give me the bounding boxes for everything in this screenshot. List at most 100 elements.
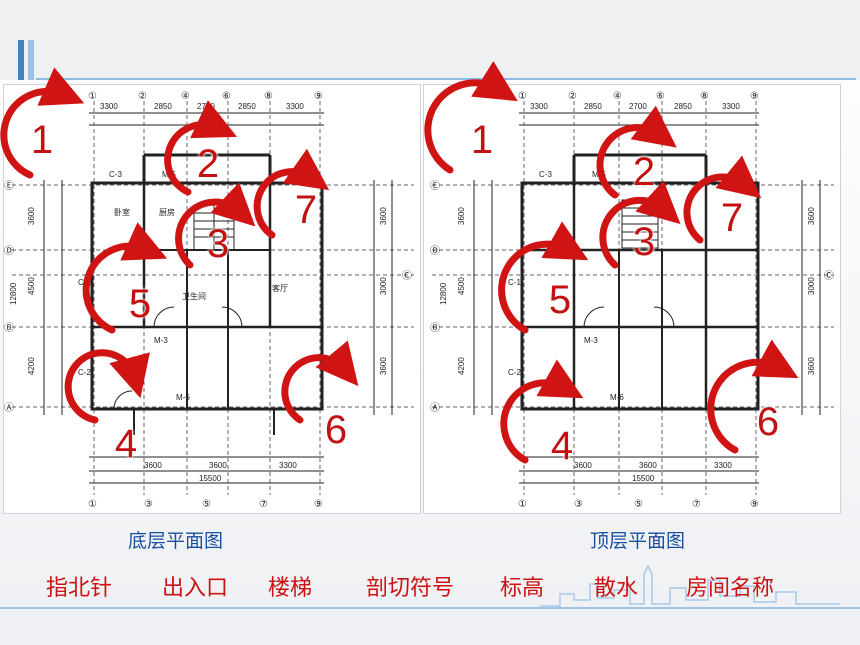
dim-left-2: 4500	[27, 277, 36, 295]
dim-bottom-1: 3600	[144, 461, 162, 470]
marker-3-top: 3	[608, 206, 680, 278]
dim-bottom-2: 3600	[209, 461, 227, 470]
axis-top: ⑥	[656, 91, 665, 102]
axis-row: Ⓓ	[430, 245, 440, 257]
dim-left-2: 4500	[457, 277, 466, 295]
marker-label: 6	[324, 408, 348, 452]
marker-7-top: 7	[696, 182, 768, 254]
marker-7-ground: 7	[270, 174, 342, 246]
marker-4-ground: 4	[90, 408, 162, 480]
marker-label: 2	[196, 142, 220, 186]
dim-top-4: 2850	[674, 102, 692, 111]
axis-top: ⑧	[700, 91, 709, 102]
marker-5-ground: 5	[104, 268, 176, 340]
marker-label: 7	[720, 196, 744, 240]
marker-label: 4	[550, 424, 574, 468]
room-label: C-1	[508, 278, 521, 287]
skyline-decoration	[540, 564, 840, 607]
dim-right-1: 3600	[379, 207, 388, 225]
axis-top: ⑨	[314, 91, 323, 102]
dim-top-3: 2700	[197, 102, 215, 111]
marker-1-top: 1	[446, 104, 518, 176]
marker-2-top: 2	[608, 136, 680, 208]
axis-bottom: ⑤	[634, 499, 643, 510]
footer-divider	[0, 607, 860, 609]
marker-4-top: 4	[526, 410, 598, 482]
dim-total: 15500	[632, 474, 655, 483]
axis-bottom: ⑦	[259, 499, 268, 510]
dim-left-total: 12800	[439, 282, 448, 305]
room-label: 客厅	[272, 283, 288, 293]
axis-row: Ⓒ	[402, 270, 412, 282]
dim-left-3: 4200	[27, 357, 36, 375]
dim-left-3: 4200	[457, 357, 466, 375]
header-divider	[36, 78, 856, 80]
plan-drawing-ground: 3300 2850 2700 2850 3300 3600 3600 3300 …	[4, 91, 414, 510]
axis-row: Ⓑ	[430, 322, 440, 334]
axis-row: Ⓔ	[430, 180, 440, 192]
marker-label: 1	[470, 118, 494, 162]
axis-top: ⑨	[750, 91, 759, 102]
room-label: 卫生间	[182, 291, 206, 301]
axis-top: ④	[181, 91, 190, 102]
axis-top: ②	[568, 91, 577, 102]
axis-row: Ⓐ	[4, 402, 14, 414]
legend-north-arrow: 指北针	[46, 576, 113, 601]
dim-left-1: 3600	[457, 207, 466, 225]
header-bar	[0, 0, 860, 80]
legend-apron: 散水	[594, 576, 639, 601]
dim-right-1: 3600	[807, 207, 816, 225]
axis-row: Ⓐ	[430, 402, 440, 414]
dim-top-3: 2700	[629, 102, 647, 111]
marker-label: 2	[632, 150, 656, 194]
axis-bottom: ③	[144, 499, 153, 510]
marker-2-ground: 2	[172, 128, 244, 200]
dim-top-1: 3300	[530, 102, 548, 111]
legend-entrance: 出入口	[162, 576, 229, 601]
marker-6-top: 6	[732, 386, 804, 458]
dim-left-1: 3600	[27, 207, 36, 225]
dim-right-3: 3600	[379, 357, 388, 375]
axis-top: ④	[613, 91, 622, 102]
axis-top: ⑧	[264, 91, 273, 102]
room-label: M-3	[584, 336, 598, 345]
dim-bottom-1: 3600	[574, 461, 592, 470]
axis-row: Ⓒ	[824, 270, 834, 282]
dim-top-5: 3300	[286, 102, 304, 111]
dim-top-5: 3300	[722, 102, 740, 111]
axis-top: ①	[518, 91, 527, 102]
legend-elevation: 标高	[500, 576, 545, 601]
axis-top: ①	[88, 91, 97, 102]
dim-bottom-3: 3300	[714, 461, 732, 470]
caption-ground-floor: 底层平面图	[128, 530, 224, 552]
room-label: C-3	[539, 170, 552, 179]
marker-label: 6	[756, 400, 780, 444]
axis-top: ⑥	[222, 91, 231, 102]
dim-right-2: 3000	[807, 277, 816, 295]
axis-bottom: ⑤	[202, 499, 211, 510]
marker-label: 3	[206, 222, 230, 266]
dim-top-4: 2850	[238, 102, 256, 111]
marker-6-ground: 6	[300, 394, 372, 466]
marker-3-ground: 3	[182, 208, 254, 280]
dim-bottom-3: 3300	[279, 461, 297, 470]
dim-left-total: 12800	[9, 282, 18, 305]
marker-label: 1	[30, 118, 54, 162]
marker-5-top: 5	[524, 264, 596, 336]
axis-row: Ⓔ	[4, 180, 14, 192]
axis-top: ②	[138, 91, 147, 102]
legend-section-symbol: 剖切符号	[366, 576, 455, 601]
axis-row: Ⓑ	[4, 322, 14, 334]
dim-right-2: 3000	[379, 277, 388, 295]
axis-bottom: ①	[88, 499, 97, 510]
marker-label: 3	[632, 220, 656, 264]
marker-1-ground: 1	[6, 104, 78, 176]
marker-label: 5	[548, 278, 572, 322]
room-label: M-6	[610, 393, 624, 402]
accent-bar-light	[28, 40, 34, 80]
room-label: M-5	[592, 170, 606, 179]
marker-label: 5	[128, 282, 152, 326]
room-label: C-2	[508, 368, 521, 377]
accent-bar-dark	[18, 40, 24, 80]
dim-top-2: 2850	[154, 102, 172, 111]
